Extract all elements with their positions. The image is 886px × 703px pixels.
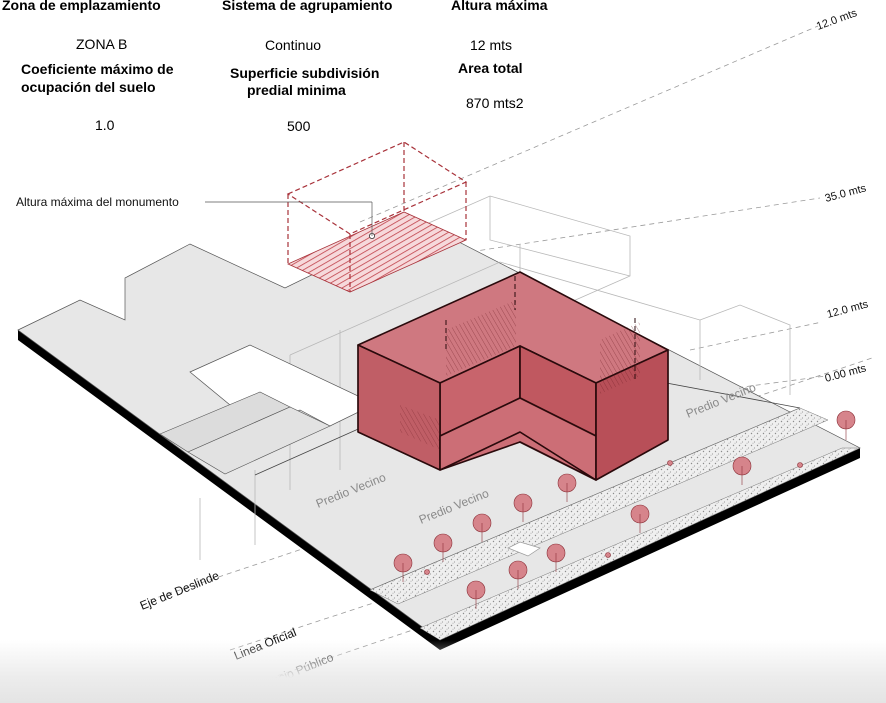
- zona-label: Zona de emplazamiento: [2, 0, 161, 13]
- coef-label-line2: ocupación del suelo: [21, 79, 156, 95]
- building-edges: [357, 345, 669, 481]
- monument-height-label: Altura máxima del monumento: [16, 195, 179, 209]
- roof-hatch-b: [600, 322, 640, 394]
- sidewalk: [369, 407, 829, 605]
- sidewalk-far: [419, 447, 861, 641]
- superficie-value: 500: [287, 118, 311, 134]
- area-label: Area total: [458, 60, 523, 76]
- eje-deslinde-label: Eje de Deslinde: [138, 568, 221, 613]
- superficie-label-line2: predial minima: [247, 82, 346, 98]
- monument-volume: [286, 141, 468, 293]
- sistema-label: Sistema de agrupamiento: [222, 0, 393, 13]
- neighbor-parcel-b: [187, 406, 331, 475]
- superficie-label-line1: Superficie subdivisión: [230, 65, 380, 81]
- altura-value: 12 mts: [470, 37, 513, 53]
- roof-hatch-a: [446, 300, 516, 376]
- area-value: 870 mts2: [466, 95, 524, 111]
- linea-oficial-label: Linea Oficial: [232, 625, 298, 663]
- level-label-2: 35.0 mts: [824, 182, 868, 205]
- zona-value: ZONA B: [76, 36, 128, 52]
- facade-hatch: [400, 405, 440, 450]
- trees: [393, 410, 856, 609]
- sistema-value: Continuo: [265, 37, 322, 53]
- level-label-1: 12.0 mts: [815, 7, 859, 33]
- coef-value: 1.0: [95, 117, 115, 133]
- coef-label-line1: Coeficiente máximo de: [21, 61, 174, 77]
- level-label-3: 12.0 mts: [826, 298, 870, 321]
- level-label-4: 0.00 mts: [824, 362, 868, 385]
- car-outline: [507, 541, 541, 557]
- hidden-edges: [445, 276, 636, 380]
- altura-label: Altura máxima: [451, 0, 548, 13]
